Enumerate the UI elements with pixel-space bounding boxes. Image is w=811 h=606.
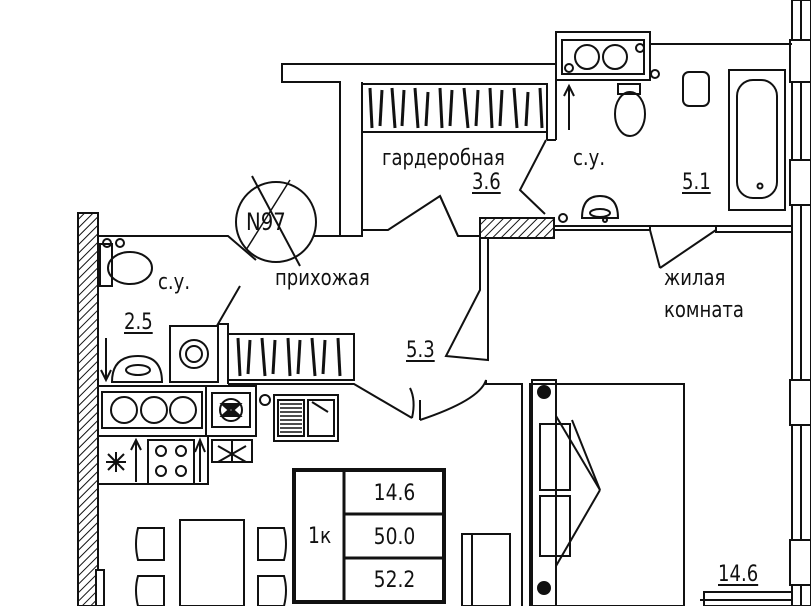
window-right-4 (789, 539, 811, 586)
pillow (539, 423, 571, 491)
toilet-right-tank (682, 71, 710, 107)
wall-bath-top (649, 43, 792, 80)
apartment-number: N97 (246, 208, 286, 236)
toilet-right-bowl (617, 83, 641, 95)
sink-left (110, 354, 164, 383)
wall-wardrobe-hallway (298, 194, 480, 237)
room-name-hallway: прихожая (275, 266, 370, 291)
window-left-1 (95, 569, 105, 606)
exterior-wall-left (77, 212, 99, 606)
kitchen-sink (273, 394, 339, 442)
pillow (539, 495, 571, 557)
wardrobe-shelf (361, 83, 548, 133)
chair (135, 527, 165, 561)
room-name-bath-left: с.у. (158, 270, 191, 295)
window-right-2 (789, 159, 811, 206)
hallway-shoe-shelf (227, 333, 355, 381)
stove (147, 439, 195, 485)
room-name-living-line1: жилая (664, 266, 726, 291)
summary-total-area-with-balcony: 52.2 (373, 567, 415, 593)
chair (257, 575, 287, 606)
window-right-3 (789, 379, 811, 426)
window-right-1 (789, 39, 811, 83)
room-area-bath-left: 2.5 (124, 310, 153, 335)
hatched-column (479, 217, 555, 239)
summary-table (292, 468, 446, 604)
washing-machine (169, 325, 219, 383)
ventilation-shaft-top (555, 31, 651, 81)
dining-table (179, 519, 245, 606)
wall-bath-left (98, 235, 257, 261)
sink-right (580, 194, 620, 219)
armchair (461, 533, 511, 606)
wall-hallway-living (444, 237, 489, 362)
room-area-living: 14.6 (718, 562, 759, 587)
summary-living-area: 14.6 (373, 480, 415, 506)
summary-rooms-label: 1к (308, 523, 332, 549)
room-area-bath-right: 5.1 (682, 170, 711, 195)
chair (257, 527, 287, 561)
room-area-hallway: 5.3 (406, 338, 435, 363)
room-name-living-line2: комната (664, 298, 744, 323)
room-area-wardrobe: 3.6 (472, 170, 501, 195)
bathtub (728, 69, 786, 211)
toilet-left-tank (99, 243, 113, 287)
chair (135, 575, 165, 606)
gas-riser (205, 385, 257, 437)
summary-total-area: 50.0 (373, 524, 415, 550)
room-name-wardrobe: гардеробная (382, 146, 505, 171)
room-name-bath-right: с.у. (573, 146, 606, 171)
